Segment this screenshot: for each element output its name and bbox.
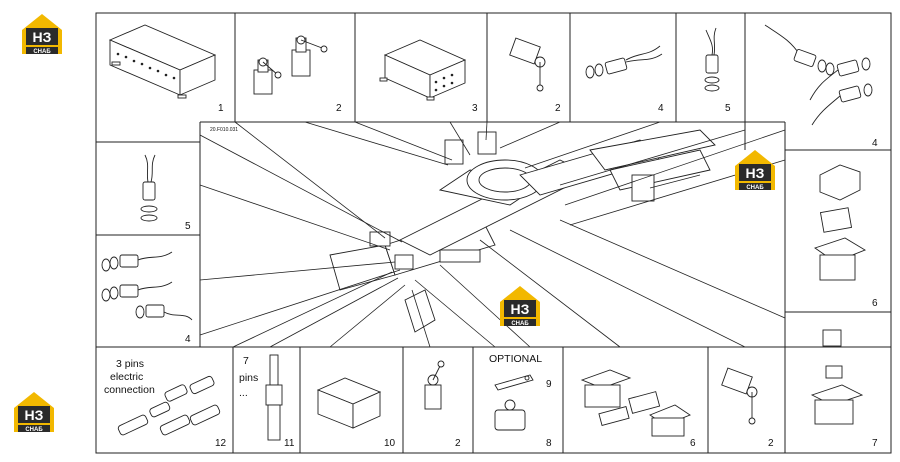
diagram-frame bbox=[95, 12, 892, 454]
connector-set-small bbox=[810, 329, 864, 425]
logo-mark: НЗ bbox=[25, 407, 44, 423]
cell-number-2: 2 bbox=[336, 103, 342, 114]
junction-box-large bbox=[108, 24, 217, 99]
rotary-switch bbox=[509, 37, 546, 92]
watermark-logo-center: НЗ СНАБ bbox=[500, 286, 540, 327]
cell-number-5: 5 bbox=[725, 103, 731, 114]
limit-switch-pair bbox=[253, 35, 328, 95]
drawing-reference: 20.F010.031 bbox=[210, 127, 238, 133]
limit-switch-bottom bbox=[424, 360, 445, 410]
three-pin-connectors bbox=[117, 375, 221, 436]
cell-texts: 3 pins electric connection 7 pins ... OP… bbox=[104, 353, 542, 399]
cell-number-3: 3 bbox=[472, 103, 478, 114]
triple-sensor-left bbox=[101, 251, 193, 321]
cell-number-6b: 6 bbox=[690, 438, 696, 449]
seven-pin-connector bbox=[265, 354, 283, 441]
cell-number-11: 11 bbox=[284, 438, 295, 449]
cell-number-2d: 2 bbox=[768, 438, 774, 449]
optional-label: OPTIONAL bbox=[489, 353, 542, 365]
vertical-sensor bbox=[704, 27, 720, 92]
pins3-line1: 3 pins bbox=[116, 358, 144, 370]
sensor-with-rings bbox=[585, 45, 663, 79]
cell-number-4c: 4 bbox=[185, 334, 191, 345]
small-enclosure bbox=[316, 377, 382, 429]
rotary-switch-bottom bbox=[721, 367, 758, 425]
pins3-line3: connection bbox=[104, 384, 155, 396]
cell-number-4: 4 bbox=[658, 103, 664, 114]
leader-lines bbox=[199, 121, 786, 348]
cell-number-12: 12 bbox=[215, 438, 227, 449]
cell-number-2b: 2 bbox=[555, 103, 561, 114]
junction-box-small bbox=[379, 39, 467, 101]
cell-number-2c: 2 bbox=[455, 438, 461, 449]
grid-lines bbox=[96, 13, 891, 453]
triple-sensor bbox=[764, 24, 873, 126]
machine-assembly bbox=[329, 129, 716, 333]
svg-text:НЗ: НЗ bbox=[746, 165, 765, 181]
pins7-line1: 7 bbox=[243, 355, 249, 367]
brand-logo-bottom: НЗ СНАБ bbox=[14, 392, 54, 433]
watermark-logo-right: НЗ СНАБ bbox=[735, 150, 775, 191]
pins7-line3: ... bbox=[239, 387, 248, 399]
brand-logo-top: НЗ СНАБ bbox=[22, 14, 62, 55]
logo-sub: СНАБ bbox=[25, 427, 43, 433]
cell-number-9: 9 bbox=[546, 379, 552, 390]
pins3-line2: electric bbox=[110, 371, 143, 383]
optional-lever bbox=[494, 374, 534, 391]
cell-number-7: 7 bbox=[872, 438, 878, 449]
connector-set bbox=[814, 164, 867, 281]
vertical-sensor-left bbox=[140, 154, 158, 222]
cell-number-1: 1 bbox=[218, 103, 224, 114]
optional-switch bbox=[494, 399, 526, 431]
cell-numbers: 1 2 3 2 4 5 4 5 4 6 7 12 11 10 2 9 8 6 2 bbox=[185, 103, 878, 449]
svg-text:НЗ: НЗ bbox=[511, 301, 530, 317]
connector-set-bottom bbox=[580, 369, 691, 437]
svg-text:СНАБ: СНАБ bbox=[511, 321, 529, 327]
cell-number-5b: 5 bbox=[185, 221, 191, 232]
pins7-line2: pins bbox=[239, 372, 258, 384]
cell-number-6: 6 bbox=[872, 298, 878, 309]
svg-text:СНАБ: СНАБ bbox=[746, 185, 764, 191]
logo-sub: СНАБ bbox=[33, 49, 51, 55]
logo-mark: НЗ bbox=[33, 29, 52, 45]
cell-number-10: 10 bbox=[384, 438, 396, 449]
cell-number-4b: 4 bbox=[872, 138, 878, 149]
cell-number-8: 8 bbox=[546, 438, 552, 449]
